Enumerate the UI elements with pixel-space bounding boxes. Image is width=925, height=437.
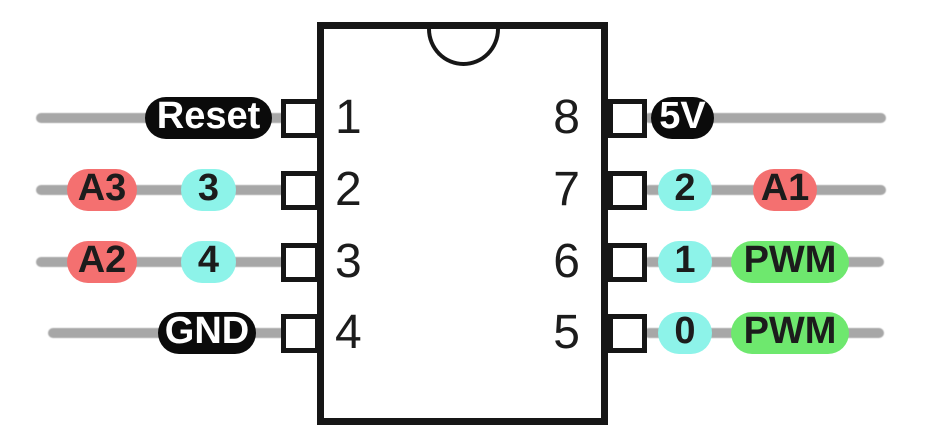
badge-pwm-pin5: PWM <box>731 310 849 354</box>
ic-body <box>317 22 608 425</box>
pin7-pad <box>608 171 647 210</box>
badge-reset: Reset <box>145 95 272 139</box>
badge-5v: 5V <box>651 95 714 139</box>
pin-number-3: 3 <box>335 235 362 288</box>
pin-number-4: 4 <box>335 306 362 359</box>
badge-a1: A1 <box>753 167 817 211</box>
pin3-pad <box>281 243 320 282</box>
pin3-wire <box>36 257 286 267</box>
badge-a3: A3 <box>67 167 137 211</box>
badge-pwm-pin6: PWM <box>731 239 849 283</box>
pin-number-7: 7 <box>553 163 580 216</box>
pin-number-6: 6 <box>553 235 580 288</box>
pin-number-8: 8 <box>553 91 580 144</box>
pin2-wire <box>36 185 286 195</box>
pin8-pad <box>608 99 647 138</box>
pin6-pad <box>608 243 647 282</box>
pin-number-1: 1 <box>335 91 362 144</box>
badge-digital-1: 1 <box>658 239 712 283</box>
badge-digital-3: 3 <box>181 167 236 211</box>
pin1-pad <box>281 99 320 138</box>
badge-digital-0: 0 <box>658 310 712 354</box>
badge-gnd: GND <box>158 310 256 354</box>
pin8-wire <box>644 113 886 123</box>
pin-number-2: 2 <box>335 163 362 216</box>
badge-digital-4: 4 <box>181 239 236 283</box>
pin5-pad <box>608 314 647 353</box>
badge-a2: A2 <box>67 239 137 283</box>
pin2-pad <box>281 171 320 210</box>
pin-number-5: 5 <box>553 306 580 359</box>
badge-digital-2: 2 <box>658 167 712 211</box>
pin4-pad <box>281 314 320 353</box>
